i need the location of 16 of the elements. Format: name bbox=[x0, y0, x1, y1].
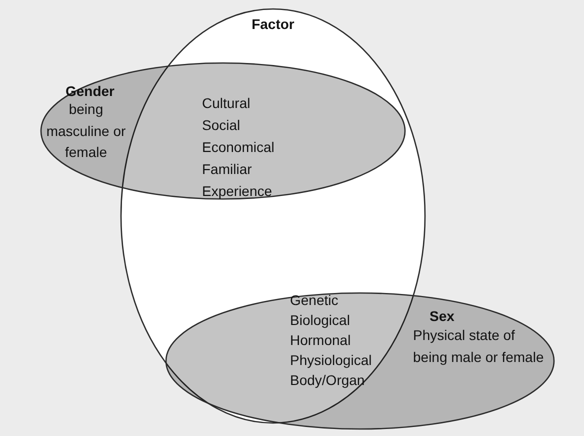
gender-ellipse bbox=[40, 62, 406, 200]
heading: Sex bbox=[428, 307, 456, 326]
sex-ellipse bbox=[165, 292, 555, 430]
factor-item: Physiological bbox=[290, 351, 372, 370]
factor-item: Economical bbox=[202, 138, 274, 157]
factor-item: Body/Organ bbox=[290, 371, 365, 390]
factor-item: Hormonal bbox=[290, 331, 351, 350]
description: Physical state of being male or female bbox=[413, 326, 545, 367]
factor-item: Experience bbox=[202, 182, 272, 201]
factor-item: Genetic bbox=[290, 291, 338, 310]
factor-item: Cultural bbox=[202, 94, 250, 113]
factor-item: Biological bbox=[290, 311, 350, 330]
factor-item: Social bbox=[202, 116, 240, 135]
heading: Factor bbox=[250, 15, 296, 34]
description: being masculine or female bbox=[45, 100, 127, 162]
factor-item: Familiar bbox=[202, 160, 252, 179]
